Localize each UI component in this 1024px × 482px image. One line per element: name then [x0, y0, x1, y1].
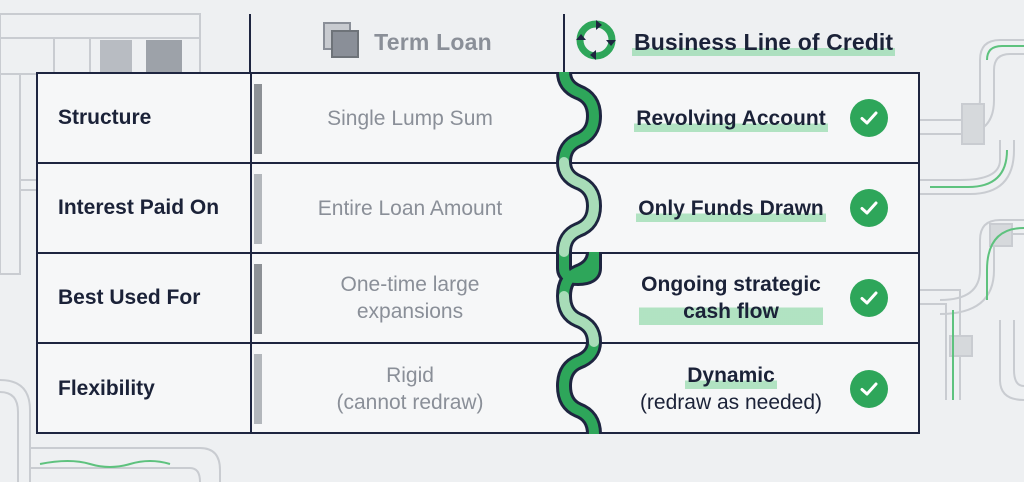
check-circle-icon: [850, 99, 888, 137]
credit-value: Only Funds Drawn: [568, 164, 918, 252]
term-loan-value: Rigid (cannot redraw): [336, 364, 484, 414]
table-row: Interest Paid On Entire Loan Amount Only…: [38, 164, 918, 254]
term-loan-value: One-time large expansions: [340, 273, 480, 323]
table-row: Flexibility Rigid (cannot redraw) Dynami…: [38, 344, 918, 434]
table-row: Structure Single Lump Sum Revolving Acco…: [38, 74, 918, 164]
check-circle-icon: [850, 279, 888, 317]
circular-arrows-icon: [574, 18, 618, 67]
business-line-of-credit-header: Business Line of Credit: [564, 14, 920, 70]
wavy-pipe-divider: [555, 72, 603, 434]
term-accent-bar: [254, 354, 262, 424]
comparison-table: Structure Single Lump Sum Revolving Acco…: [36, 72, 920, 434]
credit-main-text: Dynamic: [685, 362, 777, 389]
term-accent-bar: [254, 84, 262, 154]
credit-value: Ongoing strategic cash flow: [568, 254, 918, 342]
row-label: Structure: [38, 74, 252, 162]
term-accent-bar: [254, 264, 262, 334]
credit-main-text: Ongoing strategic cash flow: [639, 271, 823, 325]
credit-main-text: Only Funds Drawn: [636, 194, 826, 222]
table-row: Best Used For One-time large expansions …: [38, 254, 918, 344]
credit-main-text: Revolving Account: [634, 104, 828, 132]
business-line-of-credit-title: Business Line of Credit: [632, 28, 896, 56]
term-accent-bar: [254, 174, 262, 244]
check-circle-icon: [850, 370, 888, 408]
check-circle-icon: [850, 189, 888, 227]
row-label: Best Used For: [38, 254, 252, 342]
credit-value: Revolving Account: [568, 74, 918, 162]
credit-value: Dynamic (redraw as needed): [568, 344, 918, 434]
term-loan-title: Term Loan: [374, 28, 492, 55]
row-label: Flexibility: [38, 344, 252, 434]
row-label: Interest Paid On: [38, 164, 252, 252]
credit-sub-text: (redraw as needed): [639, 391, 823, 414]
term-loan-header: Term Loan: [252, 14, 562, 70]
term-loan-value: Single Lump Sum: [327, 106, 493, 130]
stacked-squares-icon: [322, 21, 360, 64]
term-loan-value: Entire Loan Amount: [317, 196, 503, 220]
